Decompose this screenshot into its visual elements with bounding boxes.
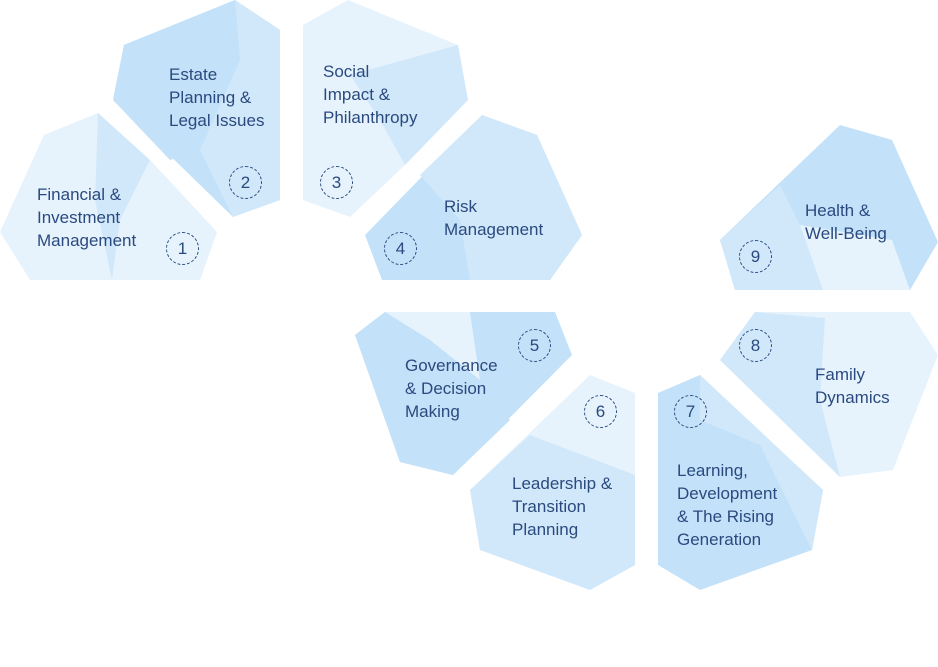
tile-number-2: 2: [229, 166, 262, 199]
tile-label-6: Leadership & Transition Planning: [512, 474, 613, 539]
tile-number-1: 1: [166, 232, 199, 265]
tile-number-9: 9: [739, 240, 772, 273]
tile-number-5: 5: [518, 329, 551, 362]
tile-number-3: 3: [320, 166, 353, 199]
tile-label-4: Risk Management: [444, 197, 544, 239]
tile-number-6: 6: [584, 395, 617, 428]
tile-number-7: 7: [674, 395, 707, 428]
tile-label-8: Family Dynamics: [815, 365, 890, 407]
tile-shape-2: [113, 0, 280, 217]
tile-number-8: 8: [739, 329, 772, 362]
tile-shape-6: [470, 375, 635, 590]
tile-label-2: Estate Planning & Legal Issues: [169, 65, 265, 130]
tile-label-7: Learning, Development & The Rising Gener…: [677, 461, 778, 549]
tile-shape-5: [355, 312, 572, 475]
tile-label-1: Financial & Investment Management: [37, 185, 137, 250]
tile-label-3: Social Impact & Philanthropy: [323, 62, 418, 127]
tile-label-9: Health & Well-Being: [805, 201, 887, 243]
tile-shape-3: [303, 0, 468, 217]
tile-shape-7: [658, 375, 823, 590]
tile-shape-4: [365, 115, 582, 280]
tile-label-5: Governance & Decision Making: [405, 356, 498, 421]
tile-number-4: 4: [384, 232, 417, 265]
